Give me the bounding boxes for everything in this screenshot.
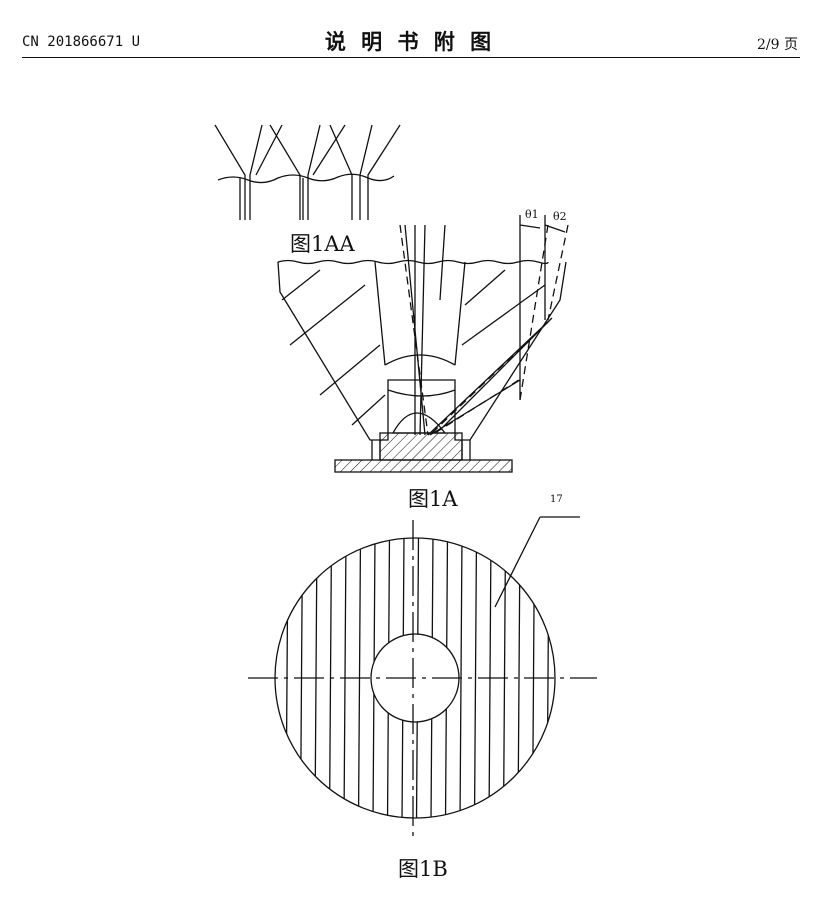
patent-number: CN 201866671 U (22, 34, 141, 50)
hatch-line (415, 538, 420, 818)
theta2-label: θ2 (553, 210, 567, 223)
figure-1b (248, 516, 597, 840)
figure-1b-label: 图1B (398, 857, 448, 881)
hatch-line (473, 538, 478, 818)
page-number: 2/9 页 (757, 37, 798, 53)
page-title: 说 明 书 附 图 (324, 29, 496, 54)
hatch-line (372, 538, 376, 818)
figure-1a (277, 215, 569, 473)
theta1-label: θ1 (525, 208, 539, 221)
hatch-line (517, 538, 521, 818)
figure-1a-label: 图1A (408, 487, 458, 511)
figure-1aa (214, 124, 401, 220)
header-divider (22, 57, 800, 58)
reference-17: 17 (550, 494, 563, 505)
figure-1aa-label: 图1AA (290, 232, 355, 256)
